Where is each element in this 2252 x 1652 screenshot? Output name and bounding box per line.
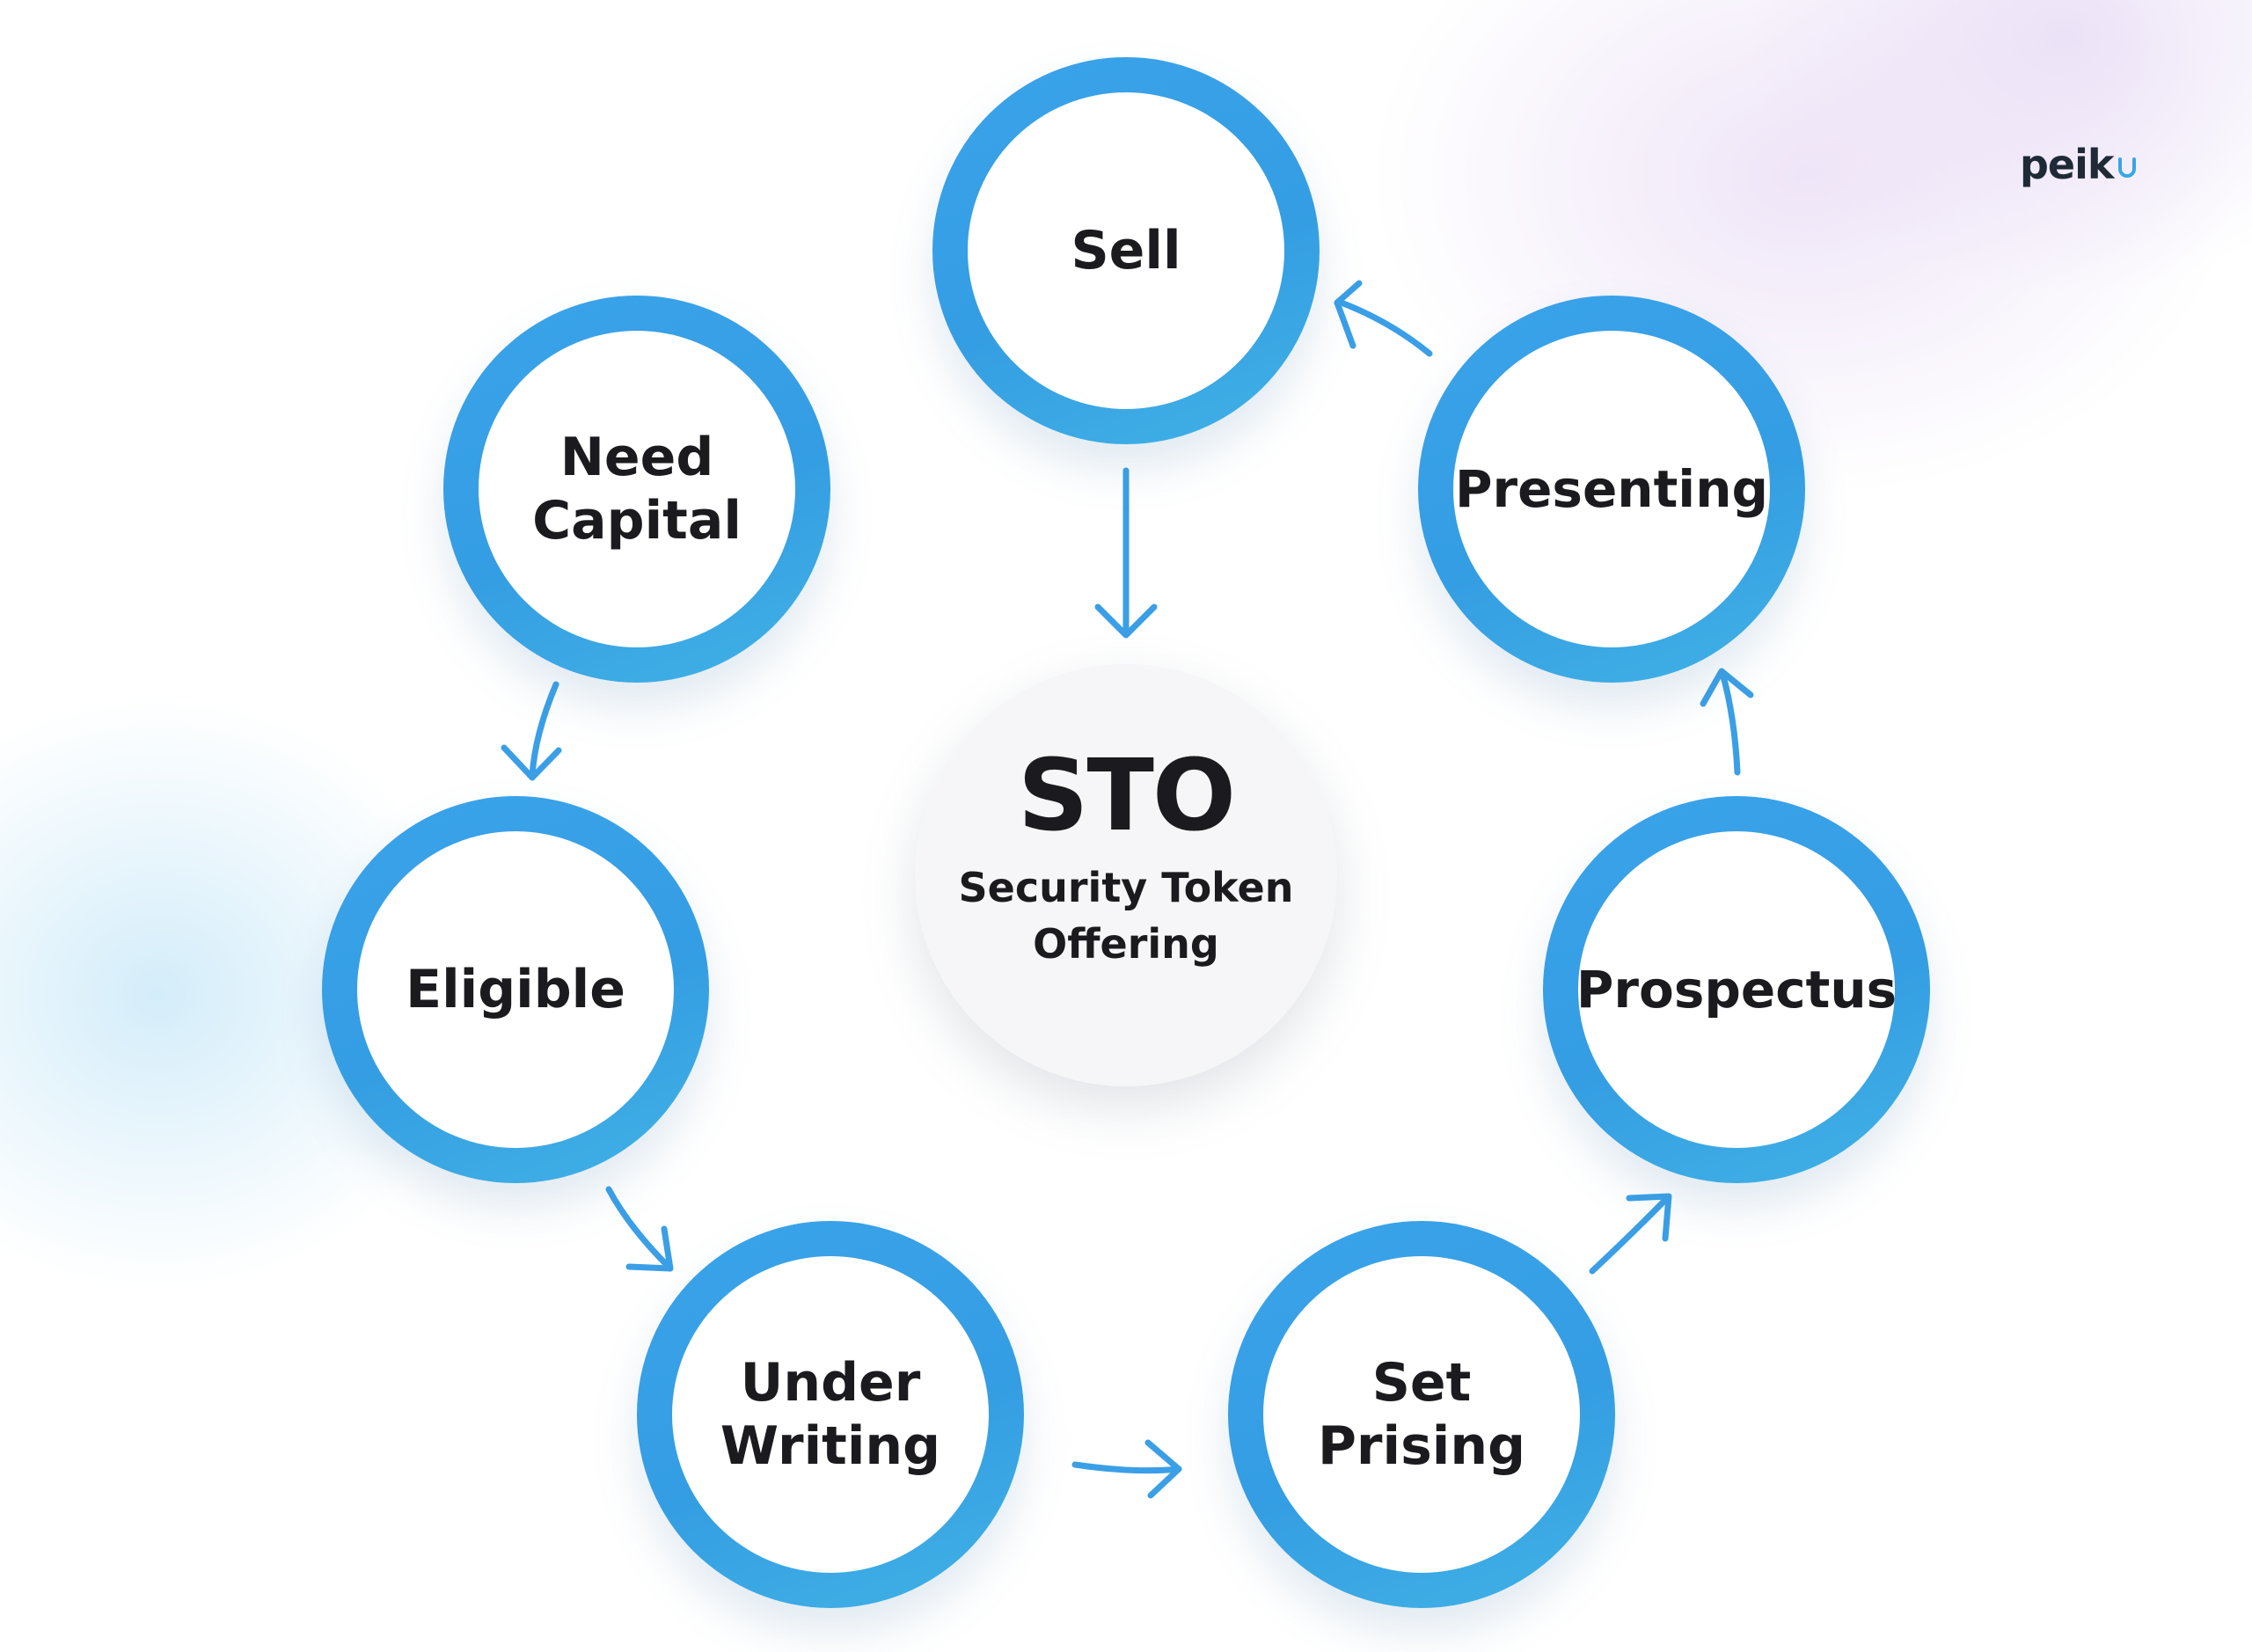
node-under-writing-inner: Under Writing bbox=[672, 1256, 989, 1573]
arrow-set-prising-to-prospectus bbox=[1589, 1193, 1672, 1275]
center-title: STO bbox=[1017, 739, 1236, 853]
node-presenting-inner: Presenting bbox=[1453, 331, 1770, 647]
center-subtitle-line1: Security Token bbox=[958, 864, 1294, 911]
node-set-prising-inner: Set Prising bbox=[1263, 1256, 1580, 1573]
brand-name: peik bbox=[2020, 141, 2114, 188]
node-under-writing-label-line1: Under bbox=[740, 1352, 921, 1414]
center-sto: STO Security Token Offering bbox=[915, 664, 1337, 1086]
node-prospectus: Prospectus bbox=[1543, 796, 1930, 1183]
arrow-presenting-to-sell bbox=[1334, 280, 1433, 357]
node-need-capital: Need Capital bbox=[443, 296, 830, 683]
node-eligible-label: Eligible bbox=[406, 959, 625, 1020]
node-under-writing: Under Writing bbox=[637, 1221, 1024, 1608]
node-set-prising: Set Prising bbox=[1228, 1221, 1615, 1608]
node-prospectus-inner: Prospectus bbox=[1576, 831, 1897, 1148]
node-need-capital-label-line1: Need bbox=[559, 427, 714, 488]
node-presenting: Presenting bbox=[1418, 296, 1805, 683]
node-need-capital-label-line2: Capital bbox=[532, 490, 742, 552]
node-sell-label: Sell bbox=[1071, 220, 1181, 281]
node-under-writing-label-line2: Writing bbox=[720, 1415, 941, 1477]
arrow-need-capital-to-eligible bbox=[501, 681, 562, 781]
arrow-sell-to-sto bbox=[1094, 467, 1158, 639]
node-sell-inner: Sell bbox=[968, 92, 1284, 409]
node-eligible-inner: Eligible bbox=[357, 831, 674, 1148]
arrow-prospectus-to-presenting bbox=[1700, 668, 1754, 776]
arrow-eligible-to-under-writing bbox=[605, 1186, 674, 1272]
node-need-capital-inner: Need Capital bbox=[479, 331, 795, 647]
brand-logo: peik bbox=[2020, 141, 2138, 188]
brand-logo-mark-icon bbox=[2117, 157, 2136, 178]
node-set-prising-label-line1: Set bbox=[1371, 1352, 1472, 1414]
node-prospectus-label: Prospectus bbox=[1576, 960, 1897, 1020]
node-presenting-label: Presenting bbox=[1454, 459, 1768, 519]
node-eligible: Eligible bbox=[322, 796, 709, 1183]
node-set-prising-label-line2: Prising bbox=[1317, 1415, 1526, 1477]
center-subtitle-line2: Offering bbox=[1033, 920, 1219, 968]
arrow-under-writing-to-set-prising bbox=[1071, 1439, 1182, 1499]
node-sell: Sell bbox=[932, 57, 1320, 444]
